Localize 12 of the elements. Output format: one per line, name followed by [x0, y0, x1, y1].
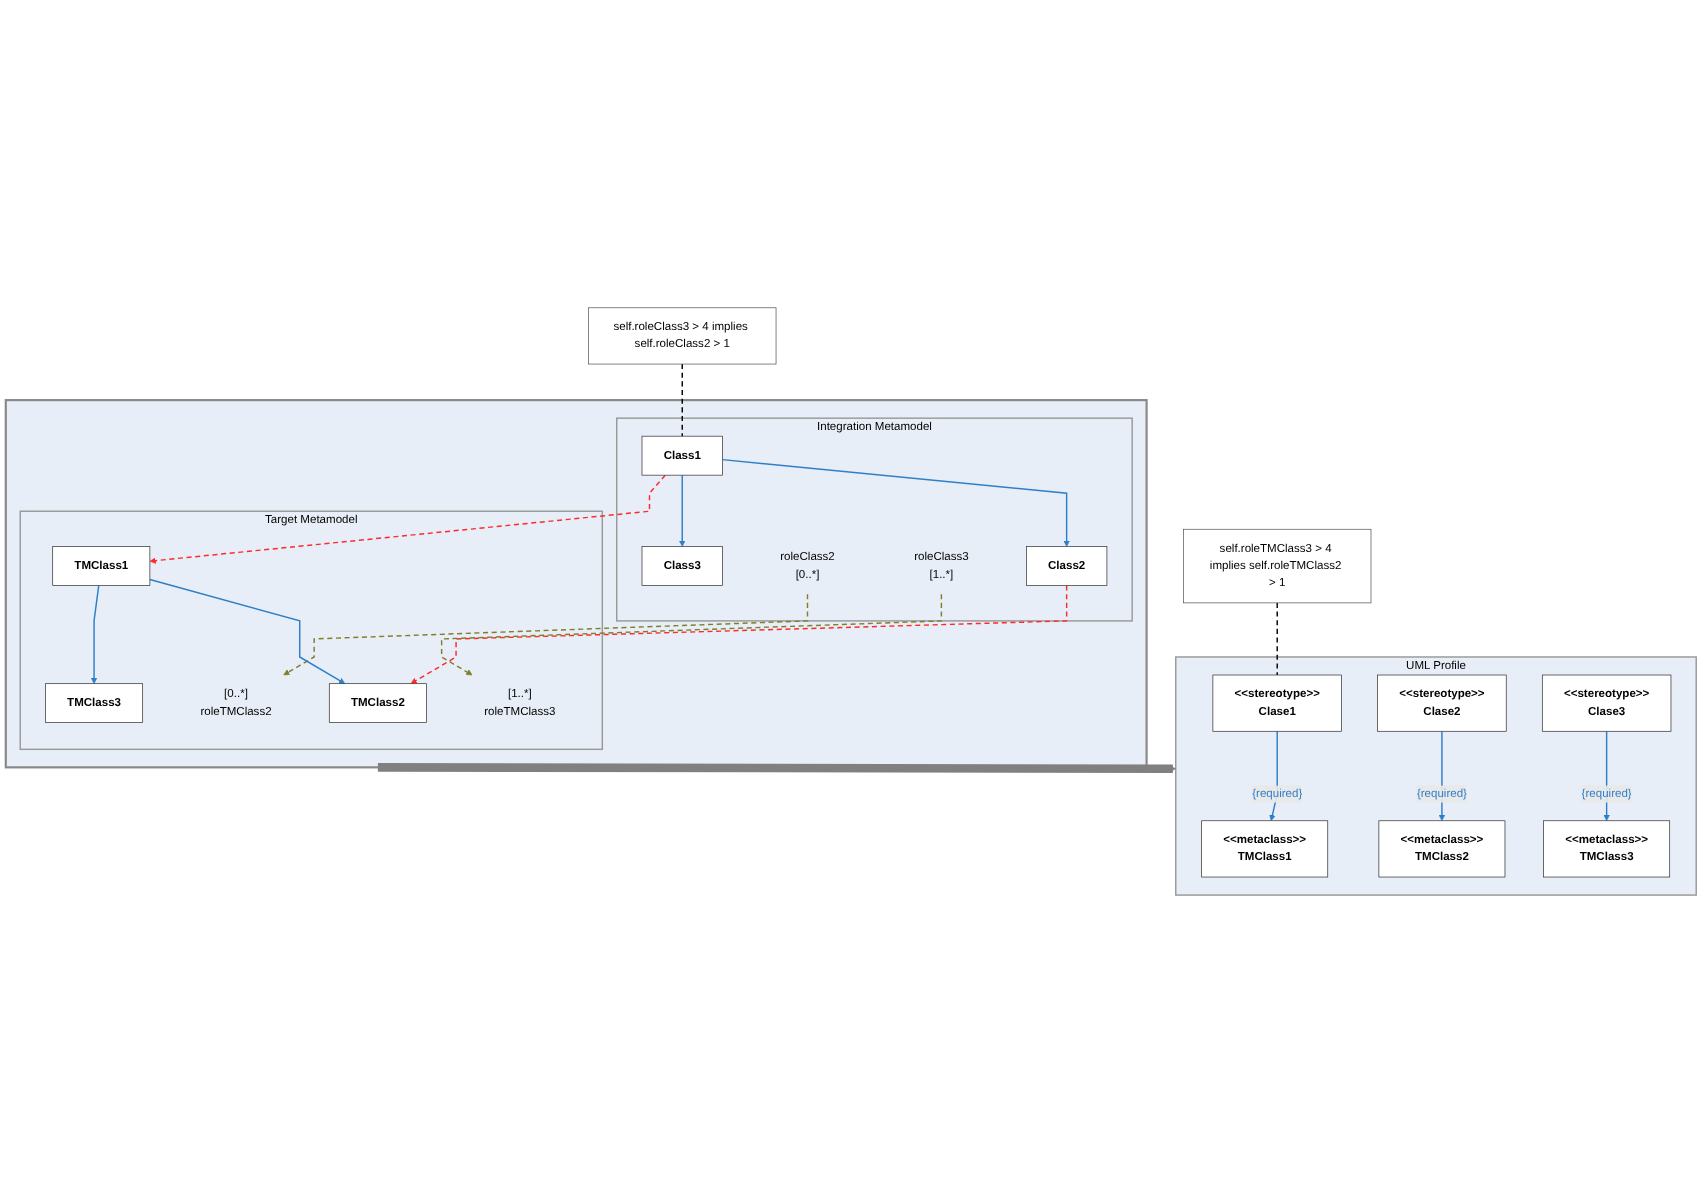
- arrow: [721, 458, 1070, 547]
- cluster: [4, 398, 1148, 768]
- connector: [1276, 601, 1278, 676]
- arrow: [149, 578, 346, 684]
- arrow: [377, 762, 1177, 773]
- arrow: [90, 584, 100, 684]
- arrow: [679, 474, 686, 547]
- arrow: [283, 593, 809, 675]
- connector: [681, 362, 683, 437]
- arrow: [149, 474, 666, 564]
- arrow: [440, 593, 943, 675]
- arrow: [410, 584, 1068, 684]
